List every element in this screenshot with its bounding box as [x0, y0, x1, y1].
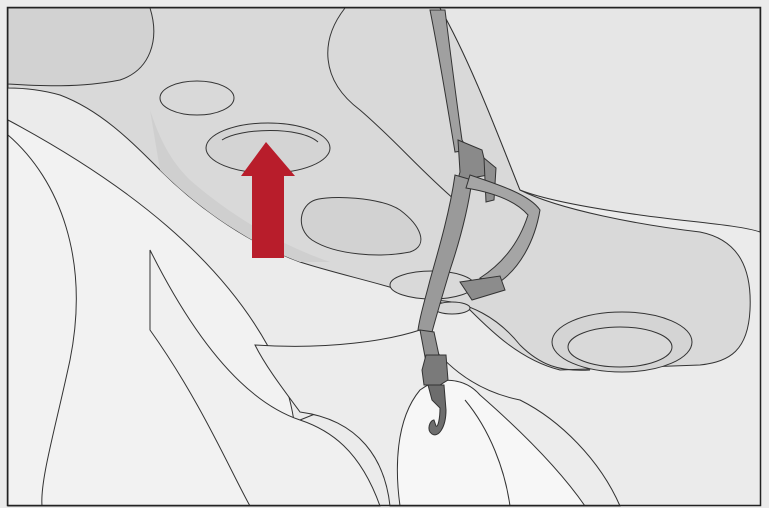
top-oval [159, 80, 235, 116]
device-ridge [327, 7, 456, 201]
round-button-inner [567, 326, 673, 368]
device-right-panel [430, 7, 761, 233]
device-top-band [7, 7, 155, 87]
up-arrow-icon [241, 142, 295, 258]
headrest-loop-inner [464, 399, 511, 507]
seat-cushion [149, 249, 381, 507]
device-side-shade [150, 110, 330, 262]
strap-adjuster [421, 354, 449, 386]
hook-icon [427, 384, 447, 436]
center-oval-inner [221, 130, 319, 143]
illustration-border [6, 6, 762, 507]
rounded-slot [301, 196, 422, 256]
strap-loop-clip [459, 275, 506, 301]
seat-left-edge [7, 134, 77, 507]
